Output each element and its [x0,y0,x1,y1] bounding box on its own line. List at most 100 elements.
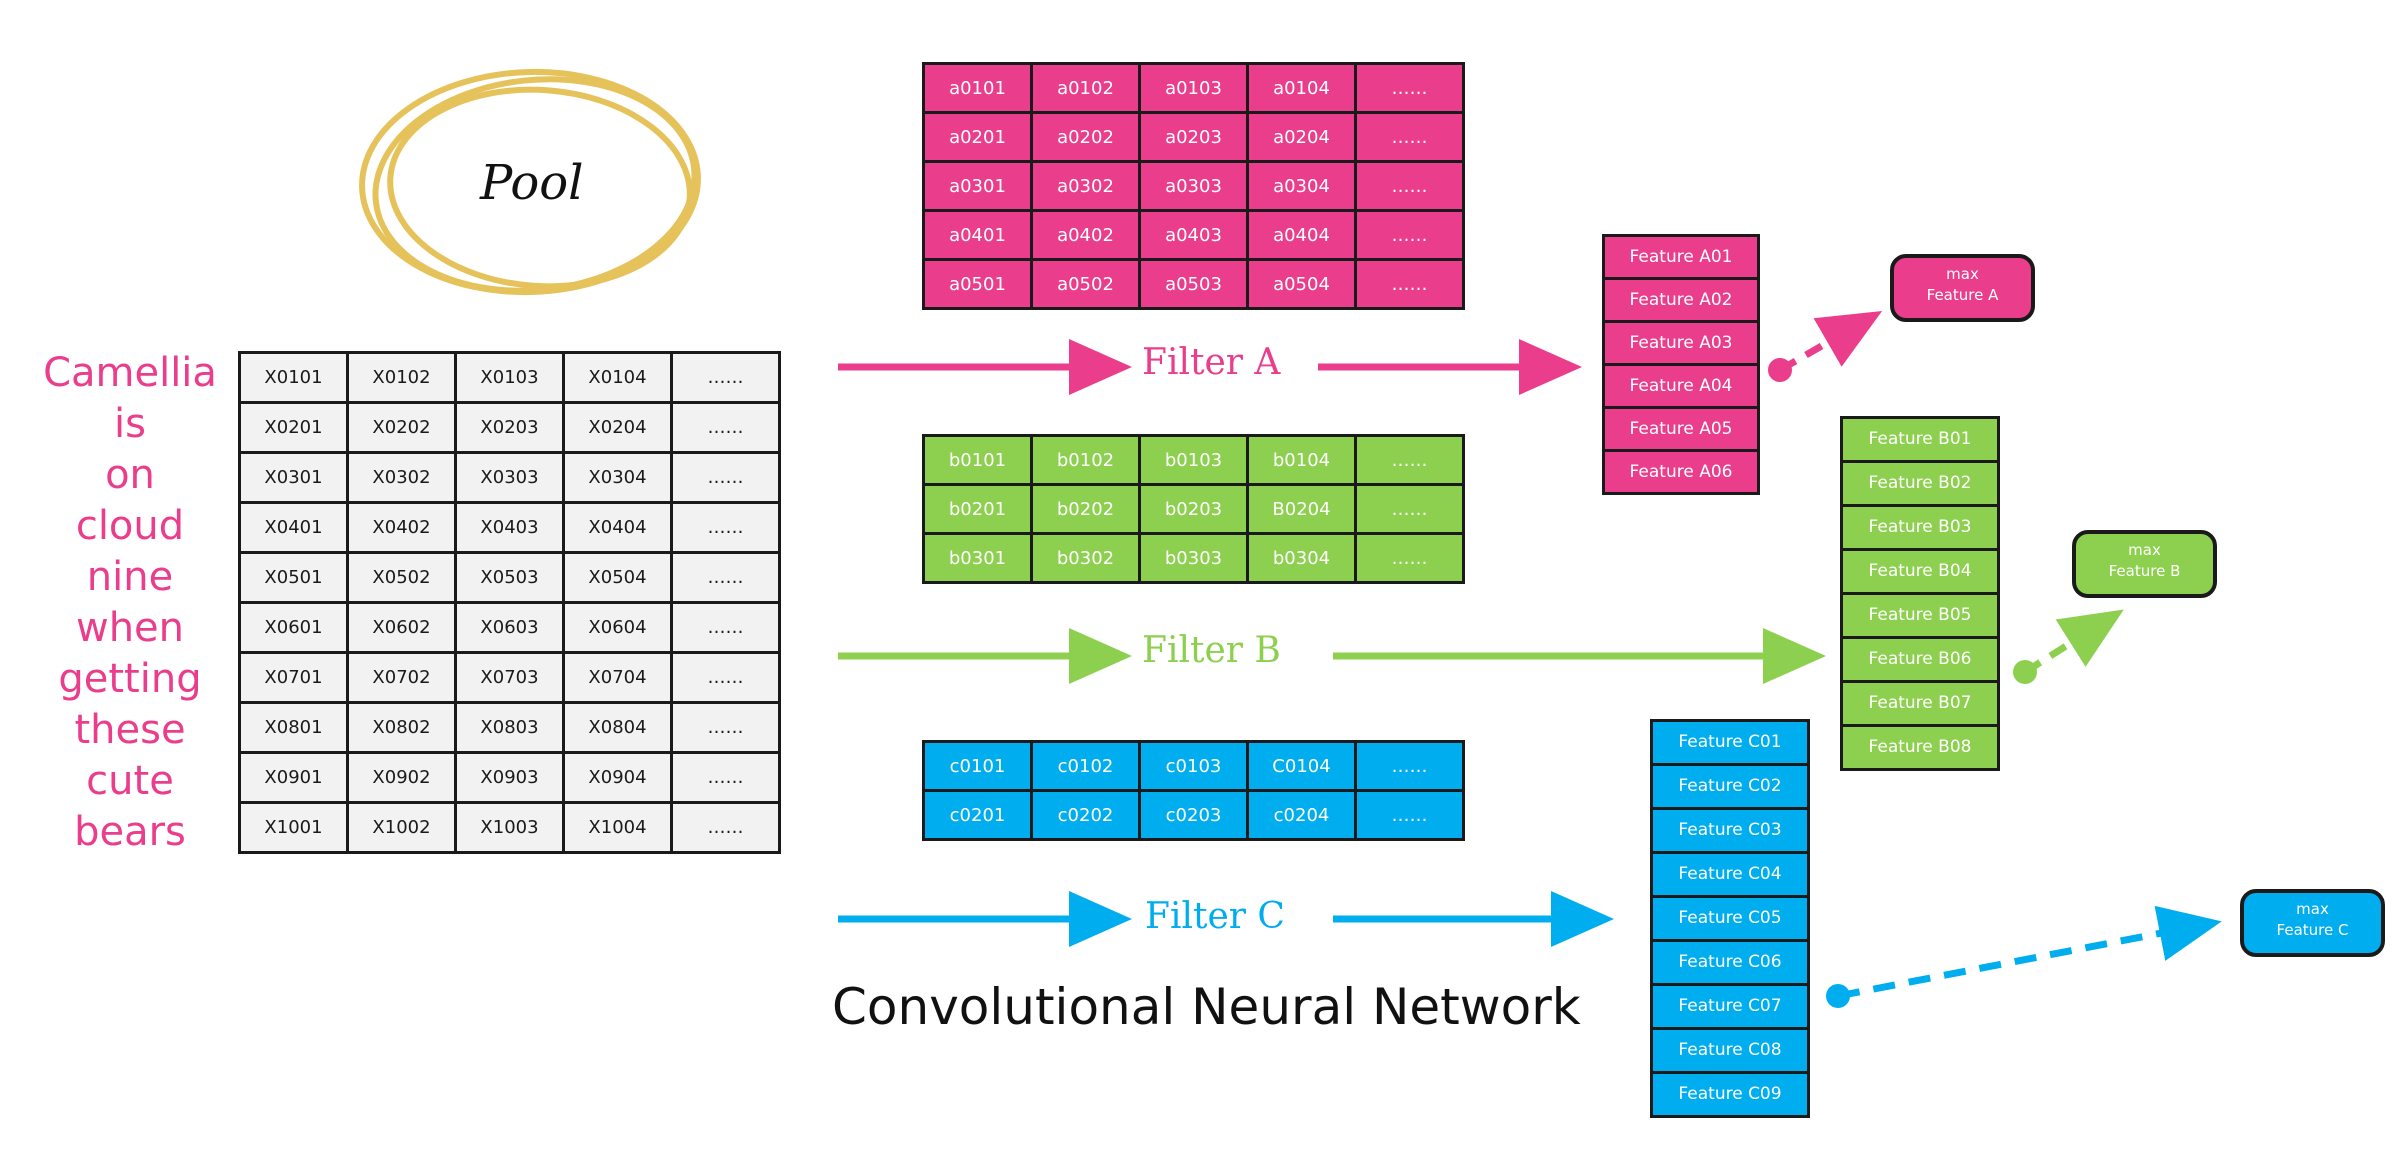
max-feature-c-line: Feature C [2276,921,2349,939]
feature-c-cell: Feature C08 [1650,1027,1810,1074]
input-cell: X0204 [562,401,673,454]
filter-b-cell: b0103 [1138,434,1249,486]
input-cell: X0203 [454,401,565,454]
filter-a-cell: a0102 [1030,62,1141,114]
feature-c-cell: Feature C01 [1650,719,1810,766]
input-cell: X0303 [454,451,565,504]
feature-b-cell: Feature B02 [1840,460,2000,507]
side-caption: Camellia is on cloud nine when getting t… [30,348,230,858]
feature-a-cell: Feature A01 [1602,234,1760,280]
input-cell: …… [670,701,781,754]
max-feature-b-box: max Feature B [2072,530,2217,598]
input-cell: X0403 [454,501,565,554]
input-cell: …… [670,351,781,404]
filter-a-cell: a0401 [922,209,1033,261]
input-cell: …… [670,551,781,604]
filter-a-cell: a0302 [1030,160,1141,212]
input-cell: X0202 [346,401,457,454]
filter-a-cell: …… [1354,62,1465,114]
input-cell: X0803 [454,701,565,754]
filter-b-cell: b0202 [1030,483,1141,535]
input-cell: X0103 [454,351,565,404]
max-feature-c-box: max Feature C [2240,889,2385,957]
pool-ring [359,68,701,296]
filter-b-label: Filter B [1142,630,1281,671]
feature-b-cell: Feature B05 [1840,592,2000,639]
filter-b-cell: b0104 [1246,434,1357,486]
filter-b-cell: b0301 [922,532,1033,584]
filter-a-cell: a0404 [1246,209,1357,261]
max-feature-a-line: Feature A [1926,286,1999,304]
feature-a-max-connector [1778,310,1883,374]
filter-b-cell: b0101 [922,434,1033,486]
max-feature-a-box: max Feature A [1890,254,2035,322]
filter-c-cell: c0203 [1138,789,1249,841]
feature-c-cell: Feature C07 [1650,983,1810,1030]
input-cell: X0703 [454,651,565,704]
filter-b-cell: b0203 [1138,483,1249,535]
input-cell: X0404 [562,501,673,554]
filter-a-label: Filter A [1142,342,1281,383]
filter-a-cell: a0402 [1030,209,1141,261]
input-cell: X0402 [346,501,457,554]
input-cell: …… [670,501,781,554]
input-cell: …… [670,751,781,804]
filter-b-cell: b0304 [1246,532,1357,584]
input-cell: X0104 [562,351,673,404]
input-cell: X0601 [238,601,349,654]
feature-c-cell: Feature C06 [1650,939,1810,986]
input-cell: X0701 [238,651,349,704]
feature-c-cell: Feature C02 [1650,763,1810,810]
input-cell: X0401 [238,501,349,554]
input-cell: …… [670,651,781,704]
filter-a-cell: …… [1354,160,1465,212]
feature-a-cell: Feature A03 [1602,320,1760,366]
feature-map-a: Feature A01 Feature A02 Feature A03 Feat… [1602,234,1760,495]
filter-b-cell: b0201 [922,483,1033,535]
filter-a-cell: a0403 [1138,209,1249,261]
feature-c-cell: Feature C09 [1650,1071,1810,1118]
feature-b-max-connector [2023,609,2124,675]
input-cell: …… [670,451,781,504]
input-cell: …… [670,601,781,654]
filter-a-cell: a0202 [1030,111,1141,163]
filter-b-cell: b0102 [1030,434,1141,486]
input-cell: X0501 [238,551,349,604]
filter-c-cell: c0201 [922,789,1033,841]
filter-b-cell: b0302 [1030,532,1141,584]
feature-b-cell: Feature B03 [1840,504,2000,551]
side-caption-line: cloud [75,503,185,549]
side-caption-line: on [105,452,155,498]
feature-b-cell: Feature B08 [1840,724,2000,771]
feature-a-cell: Feature A02 [1602,277,1760,323]
input-cell: X1001 [238,801,349,854]
input-cell: X0603 [454,601,565,654]
feature-b-cell: Feature B06 [1840,636,2000,683]
input-cell: X0504 [562,551,673,604]
input-cell: X0802 [346,701,457,754]
diagram-title: Convolutional Neural Network [832,978,1581,1036]
filter-a-cell: a0104 [1246,62,1357,114]
input-cell: X0503 [454,551,565,604]
feature-c-cell: Feature C03 [1650,807,1810,854]
pool-label: Pool [480,155,584,211]
side-caption-line: Camellia [43,350,217,396]
filter-a-cell: a0203 [1138,111,1249,163]
filter-a-cell: a0304 [1246,160,1357,212]
input-cell: X0201 [238,401,349,454]
